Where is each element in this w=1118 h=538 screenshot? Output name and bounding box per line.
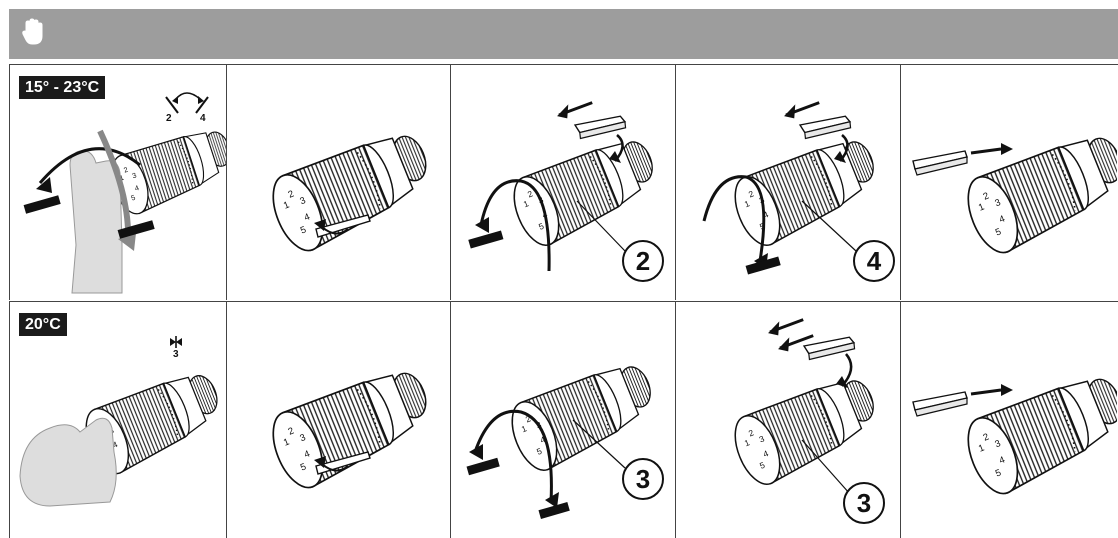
remove-clip-illustration bbox=[262, 122, 443, 259]
step-number-badge: 2 bbox=[622, 240, 664, 282]
hand-turning-knob-illustration bbox=[23, 92, 226, 294]
turn-to-2-illustration bbox=[468, 101, 668, 272]
instruction-grid: 15° - 23°C 2 4 bbox=[9, 64, 1118, 538]
range-max-mark: 4 bbox=[200, 113, 206, 124]
step-cell-set-fixed: 20°C 3 bbox=[9, 302, 227, 538]
step-cell-reinsert-clip bbox=[901, 302, 1117, 538]
step-cell-reinsert-clip bbox=[901, 65, 1117, 300]
remove-clip-illustration bbox=[262, 359, 443, 496]
turn-to-4-illustration bbox=[702, 101, 889, 275]
insert-clip-illustration bbox=[725, 318, 889, 495]
instruction-row-fixed-setting: 20°C 3 3 bbox=[9, 301, 1118, 538]
turn-to-3-illustration bbox=[466, 354, 666, 519]
instruction-header-bar bbox=[9, 9, 1118, 59]
step-number-badge: 4 bbox=[853, 240, 895, 282]
step-cell-remove-clip bbox=[226, 65, 451, 300]
step-cell-turn-to-4: 4 bbox=[676, 65, 901, 300]
instruction-row-limit-range: 15° - 23°C 2 4 bbox=[9, 65, 1118, 300]
step-cell-remove-clip bbox=[226, 302, 451, 538]
step-cell-turn-to-3: 3 bbox=[451, 302, 676, 538]
hand-stop-icon bbox=[22, 18, 43, 45]
reinsert-clip-illustration bbox=[912, 124, 1117, 261]
reinsert-clip-illustration bbox=[912, 365, 1117, 502]
step-number-badge: 3 bbox=[622, 458, 664, 500]
center-mark: 3 bbox=[173, 349, 179, 360]
hand-turning-knob-illustration bbox=[19, 336, 226, 507]
range-min-mark: 2 bbox=[166, 113, 172, 124]
step-cell-turn-to-2: 2 bbox=[451, 65, 676, 300]
step-number-badge: 3 bbox=[843, 482, 885, 524]
temperature-range-label: 15° - 23°C bbox=[19, 76, 106, 99]
temperature-fixed-label: 20°C bbox=[19, 313, 67, 336]
step-cell-insert-clip-at-3: 3 bbox=[676, 302, 901, 538]
step-cell-set-range: 15° - 23°C 2 4 bbox=[9, 65, 227, 300]
